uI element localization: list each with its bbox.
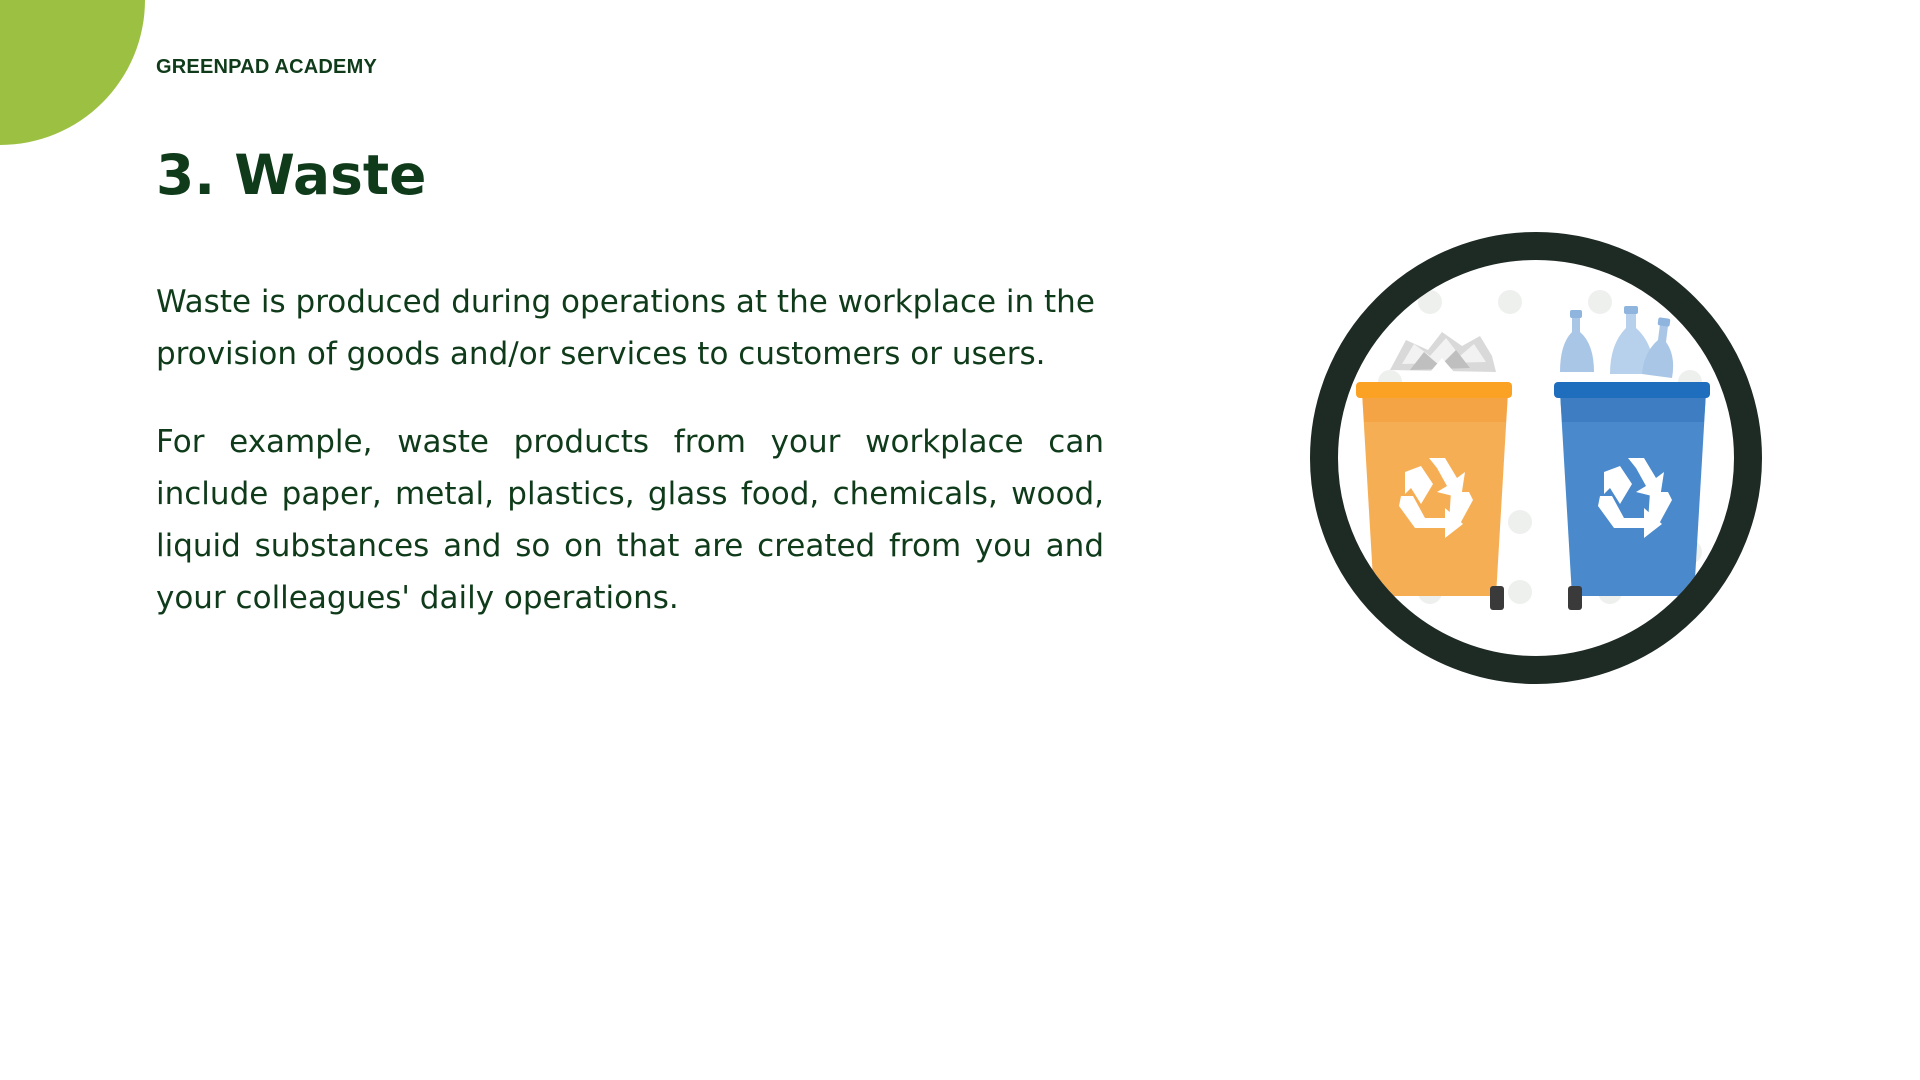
plastic-bottles [1560,306,1674,378]
paragraph-intro: Waste is produced during operations at t… [156,284,1095,372]
page-title: 3. Waste [156,143,427,207]
recycle-icon [1399,458,1473,538]
body-text: Waste is produced during operations at t… [156,276,1104,660]
plastic-bin [1554,306,1710,610]
paper-bin [1356,332,1512,610]
brand-name: GREENPAD ACADEMY [156,56,377,78]
corner-accent-shape [0,0,145,145]
recycle-icon [1598,458,1672,538]
crumpled-paper [1390,332,1496,372]
illustration-ring [1310,232,1762,684]
paragraph-examples: For example, waste products from your wo… [156,424,1104,616]
recycling-bins-icon [1310,232,1762,684]
